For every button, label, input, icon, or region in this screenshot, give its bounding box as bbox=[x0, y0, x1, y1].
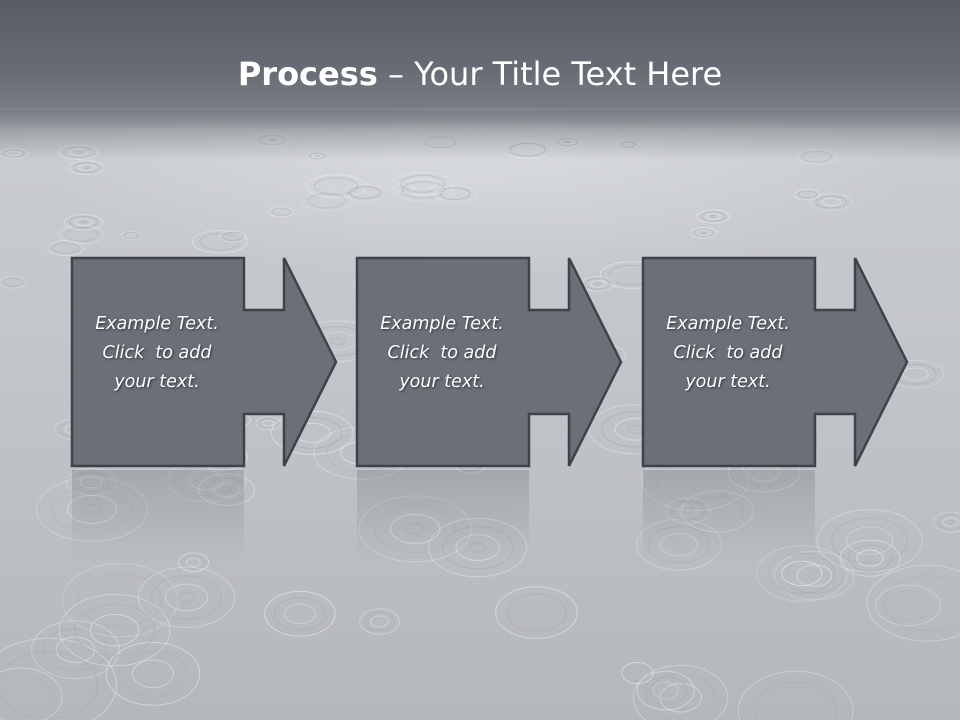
arrow-box-reflection bbox=[72, 470, 244, 560]
step-text-line-2: Click to add bbox=[387, 343, 497, 363]
process-step-2[interactable]: Example Text. Click to add your text. bbox=[355, 256, 625, 560]
step-text-line-2: Click to add bbox=[673, 343, 783, 363]
step-text[interactable]: Example Text. Click to add your text. bbox=[72, 310, 242, 397]
step-text-line-2: Click to add bbox=[102, 343, 212, 363]
step-text-line-1: Example Text. bbox=[95, 314, 219, 334]
step-text[interactable]: Example Text. Click to add your text. bbox=[643, 310, 813, 397]
step-text-line-3: your text. bbox=[685, 372, 771, 392]
title-band-fade bbox=[0, 110, 960, 160]
title-bold-text: Process bbox=[237, 55, 378, 93]
arrow-box-reflection bbox=[643, 470, 815, 560]
process-step-3[interactable]: Example Text. Click to add your text. bbox=[641, 256, 911, 560]
arrow-box-shape bbox=[355, 256, 623, 468]
step-text-line-3: your text. bbox=[114, 372, 200, 392]
arrow-box-reflection bbox=[357, 470, 529, 560]
arrow-box-shape bbox=[70, 256, 338, 468]
title-rest-text: – Your Title Text Here bbox=[377, 55, 723, 93]
step-text-line-1: Example Text. bbox=[666, 314, 790, 334]
arrow-box-shape bbox=[641, 256, 909, 468]
title-band bbox=[0, 0, 960, 130]
step-text-line-3: your text. bbox=[399, 372, 485, 392]
process-step-1[interactable]: Example Text. Click to add your text. bbox=[70, 256, 340, 560]
slide-title[interactable]: Process – Your Title Text Here bbox=[0, 52, 960, 96]
step-text[interactable]: Example Text. Click to add your text. bbox=[357, 310, 527, 397]
step-text-line-1: Example Text. bbox=[380, 314, 504, 334]
